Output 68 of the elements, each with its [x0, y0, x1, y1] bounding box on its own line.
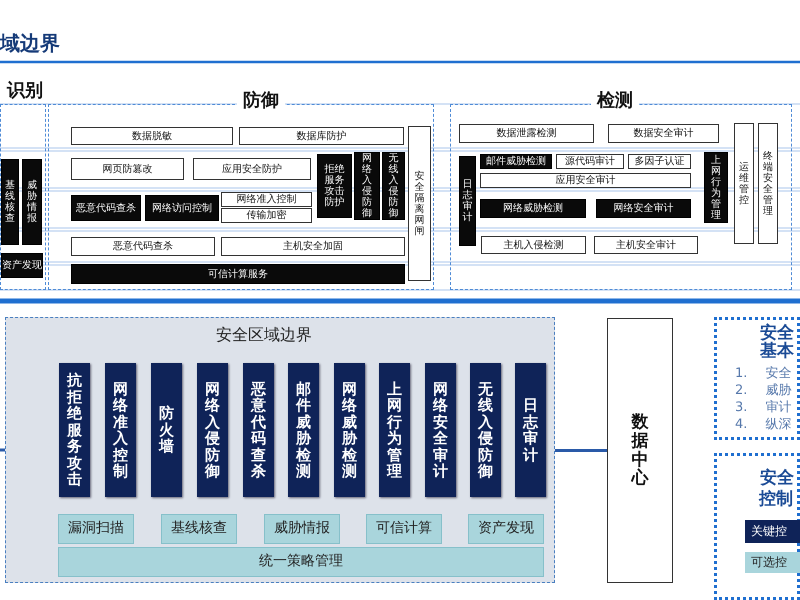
- service-box: 基线核查: [161, 514, 237, 544]
- function-box: 上网行为管理: [704, 152, 728, 223]
- function-bar: 无线入侵防御: [470, 363, 501, 497]
- zone-heading: 控制: [759, 491, 793, 508]
- function-bar: 防火墙: [151, 363, 182, 497]
- service-box: 漏洞扫描: [58, 514, 134, 544]
- zone-heading: 安全: [760, 470, 794, 487]
- control-tag: 关键控: [745, 520, 800, 543]
- function-box: 日志审计: [459, 156, 476, 246]
- function-box: 拒绝服务攻击防护: [317, 154, 352, 218]
- zone-heading: 检测: [591, 91, 639, 111]
- function-box: 传输加密: [221, 208, 312, 223]
- function-box: 邮件威胁检测: [480, 154, 552, 169]
- service-box: 资产发现: [468, 514, 544, 544]
- function-box: 网络准入控制: [221, 192, 312, 207]
- list-item: 1. 安全: [735, 367, 792, 380]
- data-center-box: 数据中心: [607, 318, 673, 583]
- function-bar: 网络入侵防御: [197, 363, 228, 497]
- function-box: 数据泄露检测: [459, 124, 594, 143]
- function-bar: 日志审计: [515, 363, 546, 497]
- function-box: 网络威胁检测: [480, 199, 586, 218]
- zone-heading: 安全: [760, 325, 794, 342]
- function-box: 源代码审计: [556, 154, 624, 169]
- function-box: 网络入侵防御: [354, 152, 380, 220]
- function-box: 应用安全防护: [193, 158, 311, 180]
- function-box: 数据脱敏: [71, 127, 233, 145]
- function-bar: 邮件威胁检测: [288, 363, 319, 497]
- zone-heading: 防御: [237, 91, 285, 111]
- function-box: 安全隔离网闸: [408, 126, 431, 281]
- function-box: 无线入侵防御: [382, 152, 405, 220]
- service-box: 可信计算: [366, 514, 442, 544]
- function-bar: 网络威胁检测: [334, 363, 365, 497]
- function-box: 网页防篡改: [71, 158, 184, 180]
- function-box: 基线核查: [1, 159, 19, 245]
- list-item: 4. 纵深: [735, 418, 792, 431]
- connector-line: [555, 449, 607, 452]
- function-box: 运维管控: [734, 123, 754, 244]
- function-box: 主机安全审计: [594, 236, 698, 254]
- function-bar: 抗拒绝服务攻击: [59, 363, 90, 497]
- function-box: 主机入侵检测: [481, 236, 586, 254]
- function-box: 威胁情报: [22, 159, 42, 245]
- function-bar: 恶意代码查杀: [243, 363, 274, 497]
- info-panel: [714, 317, 800, 440]
- function-box: 多因子认证: [628, 154, 691, 169]
- function-box: 资产发现: [1, 253, 43, 278]
- function-box: 数据库防护: [239, 127, 404, 145]
- function-bar: 网络安全审计: [425, 363, 456, 497]
- connector-line: [0, 448, 5, 452]
- function-box: 网络访问控制: [145, 195, 219, 221]
- function-box: 可信计算服务: [71, 264, 405, 284]
- zone-frame: [5, 317, 555, 583]
- function-bar: 网络准入控制: [105, 363, 136, 497]
- list-item: 2. 威胁: [735, 384, 792, 397]
- control-tag: 可选控: [745, 552, 800, 573]
- function-box: 主机安全加固: [221, 237, 405, 256]
- info-panel: [714, 453, 800, 600]
- function-box: 恶意代码查杀: [71, 237, 215, 256]
- zone-heading: 基本: [760, 343, 794, 360]
- function-box: 恶意代码查杀: [71, 195, 141, 221]
- service-box: 统一策略管理: [58, 547, 544, 577]
- zone-heading: 安全区域边界: [216, 326, 312, 344]
- function-box: 网络安全审计: [596, 199, 691, 218]
- list-item: 3. 审计: [735, 401, 792, 414]
- service-box: 威胁情报: [264, 514, 340, 544]
- function-box: 数据安全审计: [608, 124, 719, 143]
- function-bar: 上网行为管理: [379, 363, 410, 497]
- function-box: 终端安全管理: [758, 123, 778, 244]
- function-box: 应用安全审计: [480, 173, 691, 188]
